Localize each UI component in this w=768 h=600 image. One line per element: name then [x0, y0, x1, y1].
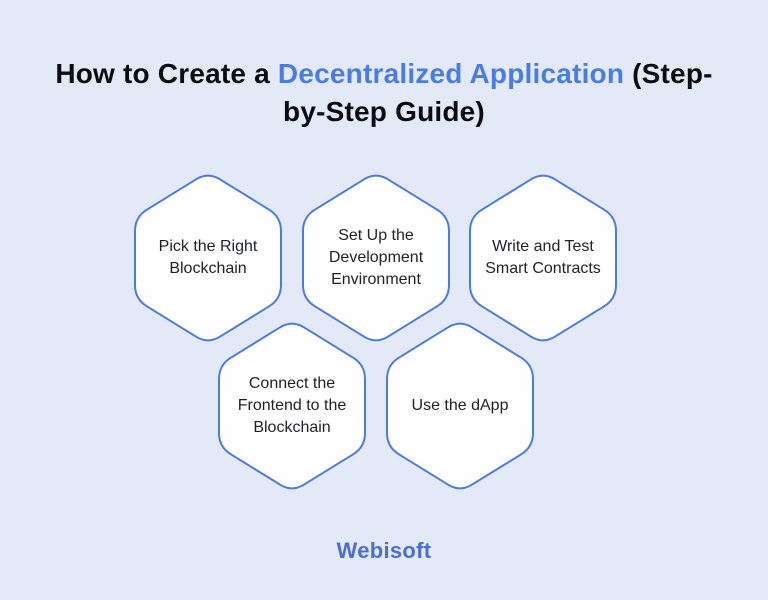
- hexagon-step-1: Pick the Right Blockchain: [134, 172, 282, 344]
- title-line-2: by-Step Guide): [283, 96, 485, 127]
- title-text-before: How to Create a: [55, 58, 278, 89]
- page-title: How to Create a Decentralized Applicatio…: [0, 55, 768, 131]
- title-line-1: How to Create a Decentralized Applicatio…: [0, 55, 768, 93]
- step-label-4: Connect the Frontend to the Blockchain: [237, 375, 347, 436]
- step-label-1: Pick the Right Blockchain: [158, 238, 258, 277]
- hexagon-step-4: Connect the Frontend to the Blockchain: [218, 320, 366, 492]
- hexagon-step-2: Set Up the Development Environment: [302, 172, 450, 344]
- title-text-after: (Step-: [624, 58, 713, 89]
- step-label-3: Write and Test Smart Contracts: [485, 238, 601, 277]
- step-label-2: Set Up the Development Environment: [328, 227, 424, 288]
- title-text-highlight: Decentralized Application: [277, 58, 625, 89]
- step-label-5: Use the dApp: [411, 397, 509, 414]
- brand-logo-text: Webisoft: [336, 538, 432, 563]
- hexagon-step-5: Use the dApp: [386, 320, 534, 492]
- hexagon-step-3: Write and Test Smart Contracts: [469, 172, 617, 344]
